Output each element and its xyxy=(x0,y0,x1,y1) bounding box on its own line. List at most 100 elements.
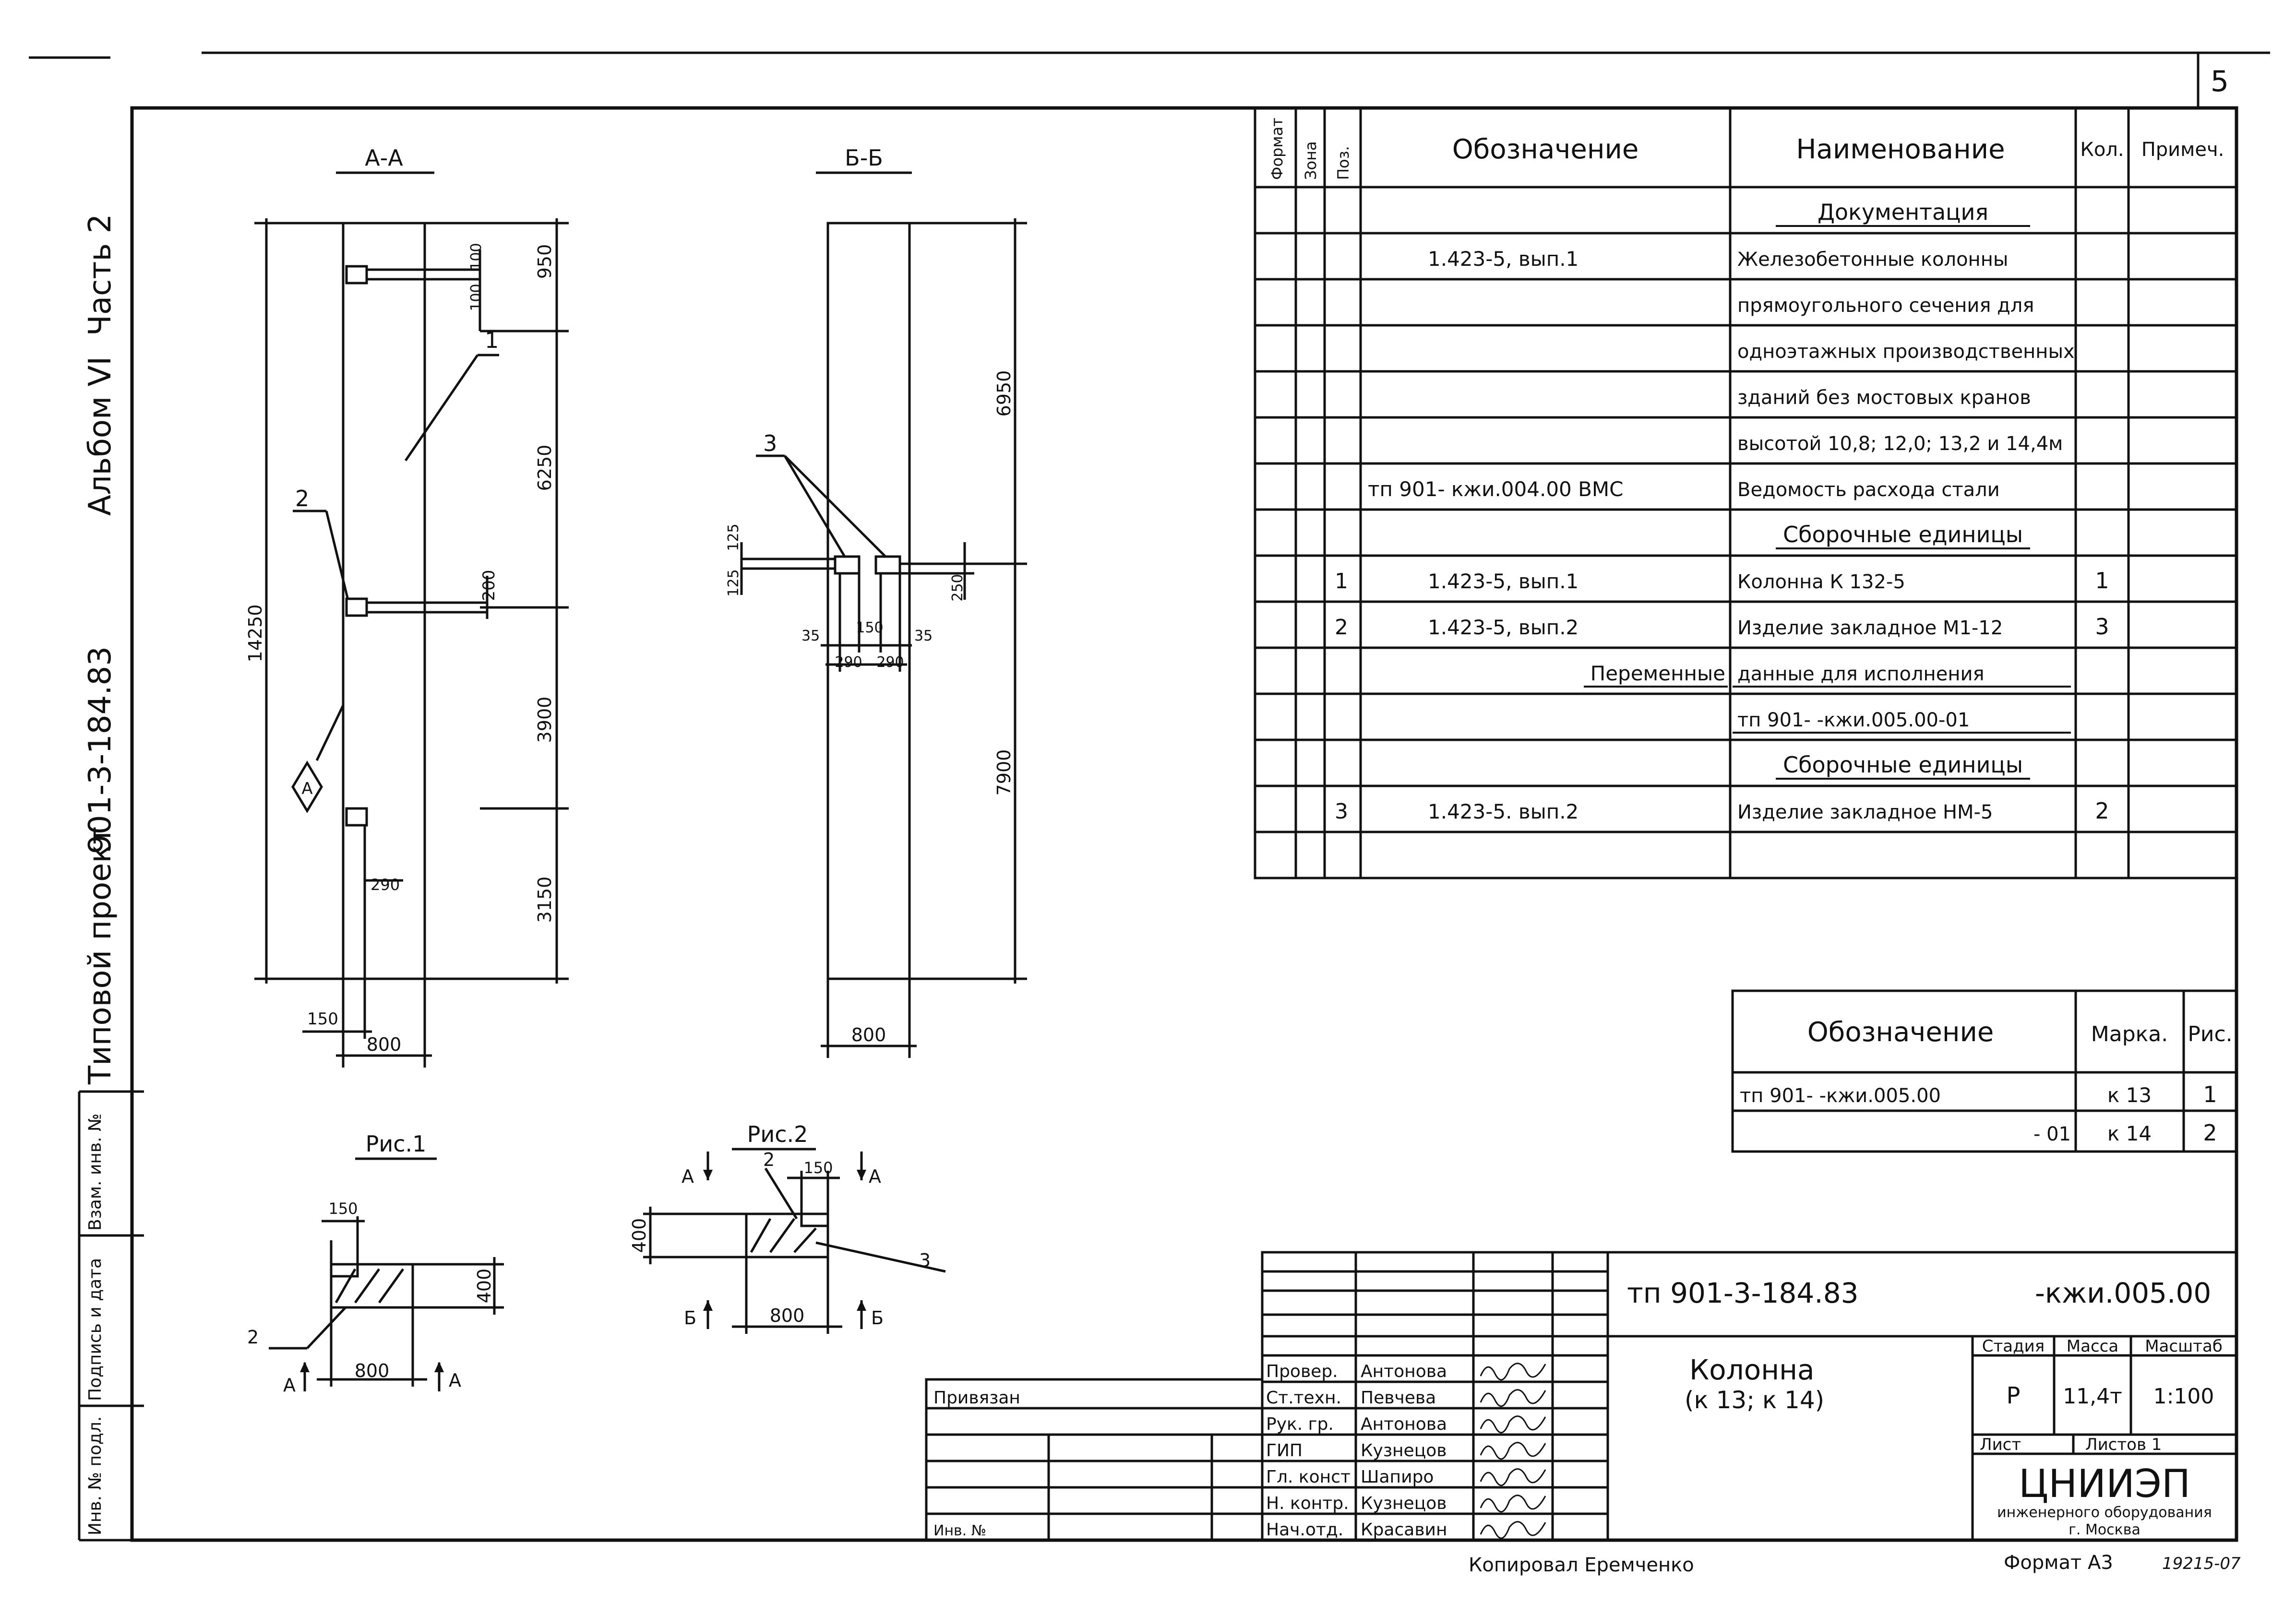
spec-designation: 1.423-5, вып.2 xyxy=(1428,616,1578,639)
spec-designation: Переменные xyxy=(1590,662,1725,685)
fig2-dim-150: 150 xyxy=(803,1159,833,1177)
title-person-row: Нач.отд. Красавин xyxy=(1266,1520,1447,1540)
spec-name: зданий без мостовых кранов xyxy=(1737,387,2031,409)
spec-qty: 3 xyxy=(2095,614,2109,640)
mass-value: 11,4т xyxy=(2063,1384,2122,1409)
stage-header: Стадия xyxy=(1982,1337,2045,1356)
fig1-dim-800: 800 xyxy=(355,1360,390,1381)
spec-row: Документация xyxy=(1776,199,2030,227)
side-project-label: Типовой проект xyxy=(83,827,118,1085)
spec-qty: 1 xyxy=(2095,568,2109,594)
spec-section-heading: Документация xyxy=(1818,199,1988,225)
spec-row: высотой 10,8; 12,0; 13,2 и 14,4м xyxy=(1737,433,2063,455)
mark-table-grid xyxy=(1731,989,2238,1153)
spec-header-name: Наименование xyxy=(1796,134,2005,165)
dim-aa-200: 200 xyxy=(479,570,499,601)
mark-row: - 01 к 14 2 xyxy=(2033,1120,2217,1146)
person-name: Антонова xyxy=(1361,1414,1447,1434)
fig1-dim-400: 400 xyxy=(474,1269,495,1304)
dim-aa-150: 150 xyxy=(307,1009,338,1029)
spec-name: Ведомость расхода стали xyxy=(1737,479,2000,501)
dim-bb-125a: 125 xyxy=(725,523,742,551)
callout-2: 2 xyxy=(295,486,309,511)
dim-bb-35a: 35 xyxy=(801,628,820,644)
sheet-header: Лист xyxy=(1980,1435,2021,1454)
section-bb-title: Б-Б xyxy=(845,145,883,171)
spec-row: зданий без мостовых кранов xyxy=(1737,387,2031,409)
spec-table-grid xyxy=(1254,107,2238,879)
scale-header: Масштаб xyxy=(2145,1337,2223,1356)
signature-mark xyxy=(1480,1521,1546,1539)
dim-bb-250: 250 xyxy=(949,574,966,601)
spec-name: прямоугольного сечения для xyxy=(1737,295,2034,317)
signature-mark xyxy=(1480,1363,1546,1381)
dim-aa-800: 800 xyxy=(367,1034,402,1055)
mark-header-des: Обозначение xyxy=(1807,1017,1994,1048)
spec-pos: 2 xyxy=(1335,615,1348,640)
spec-section-heading: Сборочные единицы xyxy=(1783,522,2023,547)
signature-mark xyxy=(1480,1495,1546,1513)
dim-bb-800: 800 xyxy=(851,1024,886,1045)
spec-header-designation: Обозначение xyxy=(1452,134,1639,165)
spec-header-pos: Поз. xyxy=(1334,146,1352,180)
spec-section-heading: Сборочные единицы xyxy=(1783,752,2023,778)
bound-label: Привязан xyxy=(933,1388,1020,1408)
section-aa-title: А-А xyxy=(365,145,403,171)
mark-header-fig: Рис. xyxy=(2188,1022,2232,1046)
mark-figure: 2 xyxy=(2203,1120,2217,1146)
spec-row: 2 1.423-5, вып.2 Изделие закладное М1-12 3 xyxy=(1335,614,2109,640)
signature-marks xyxy=(1480,1363,1546,1539)
spec-name: высотой 10,8; 12,0; 13,2 и 14,4м xyxy=(1737,433,2063,455)
dim-aa-290: 290 xyxy=(371,876,400,894)
sheet-number: 5 xyxy=(2211,65,2229,98)
title-code: тп 901-3-184.83 xyxy=(1627,1277,1859,1309)
spec-name: Изделие закладное НМ-5 xyxy=(1737,801,1993,823)
title-block-grid xyxy=(925,1251,2238,1542)
dim-aa-total: 14250 xyxy=(245,605,266,663)
mark-value: к 13 xyxy=(2107,1083,2152,1107)
signature-mark xyxy=(1480,1442,1546,1460)
spec-row: Сборочные единицы xyxy=(1776,522,2030,549)
callout-a: А xyxy=(301,779,312,798)
spec-name: Изделие закладное М1-12 xyxy=(1737,617,2003,639)
fig1-title: Рис.1 xyxy=(366,1131,427,1157)
mark-header-mark: Марка. xyxy=(2091,1022,2168,1046)
scale-value: 1:100 xyxy=(2153,1384,2214,1409)
org-name: ЦНИИЭП xyxy=(2019,1461,2190,1506)
spec-designation: 1.423-5. вып.2 xyxy=(1428,800,1578,823)
dim-aa-100b: 100 xyxy=(468,284,485,311)
fig1-callout-2: 2 xyxy=(247,1327,259,1348)
side-part: Часть 2 xyxy=(83,214,118,336)
mark-figure: 1 xyxy=(2203,1081,2217,1107)
mark-value: к 14 xyxy=(2107,1122,2152,1145)
person-role: Н. контр. xyxy=(1266,1494,1349,1513)
title-person-row: Н. контр.Кузнецов xyxy=(1266,1494,1447,1513)
org-subtitle: инженерного оборудования xyxy=(1997,1504,2212,1521)
stage-value: Р xyxy=(2007,1382,2021,1409)
spec-pos: 3 xyxy=(1335,799,1348,824)
mass-header: Масса xyxy=(2067,1337,2118,1356)
dim-aa-3150: 3150 xyxy=(534,877,555,923)
person-name: Шапиро xyxy=(1361,1467,1434,1487)
person-role: Ст.техн. xyxy=(1266,1388,1341,1408)
person-role: Провер. xyxy=(1266,1362,1338,1381)
footer-format: Формат А3 xyxy=(2004,1552,2113,1574)
spec-name: Колонна К 132-5 xyxy=(1737,571,1905,593)
signature-mark xyxy=(1480,1389,1546,1407)
person-role: Нач.отд. xyxy=(1266,1520,1343,1540)
signature-mark xyxy=(1480,1415,1546,1434)
spec-header-format: Формат xyxy=(1268,118,1286,180)
spec-row: прямоугольного сечения для xyxy=(1737,295,2034,317)
person-name: Певчева xyxy=(1361,1388,1436,1408)
title-person-row: Провер.Антонова xyxy=(1266,1362,1447,1381)
person-name: Красавин xyxy=(1361,1520,1447,1540)
dim-bb-290a: 290 xyxy=(835,654,862,671)
mark-designation: - 01 xyxy=(2033,1123,2071,1145)
